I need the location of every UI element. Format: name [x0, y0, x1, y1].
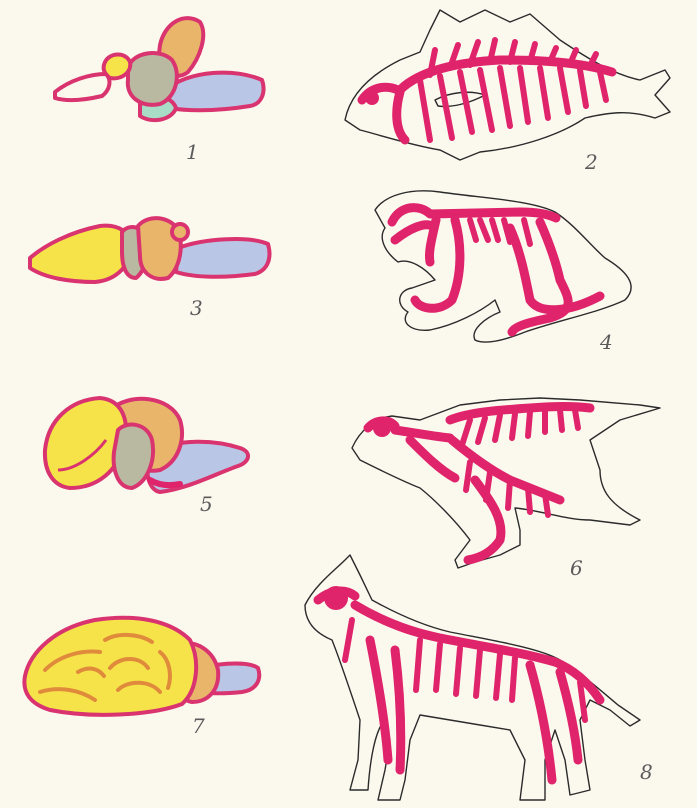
label-5: 5 — [200, 492, 213, 516]
label-2: 2 — [585, 150, 598, 174]
label-6: 6 — [570, 556, 583, 580]
frog-nervous-system-icon — [375, 191, 631, 342]
fish-brain-icon — [55, 18, 264, 120]
bird-nervous-system-icon — [352, 398, 660, 568]
label-4: 4 — [600, 330, 613, 354]
dog-brain-icon — [24, 618, 259, 715]
dog-nervous-system-icon — [305, 555, 640, 800]
label-1: 1 — [186, 140, 199, 164]
bird-brain-icon — [45, 398, 248, 492]
label-7: 7 — [192, 714, 205, 738]
label-8: 8 — [640, 760, 653, 784]
fish-nervous-system-icon — [345, 10, 670, 160]
label-3: 3 — [190, 296, 203, 320]
frog-brain-icon — [30, 218, 269, 282]
